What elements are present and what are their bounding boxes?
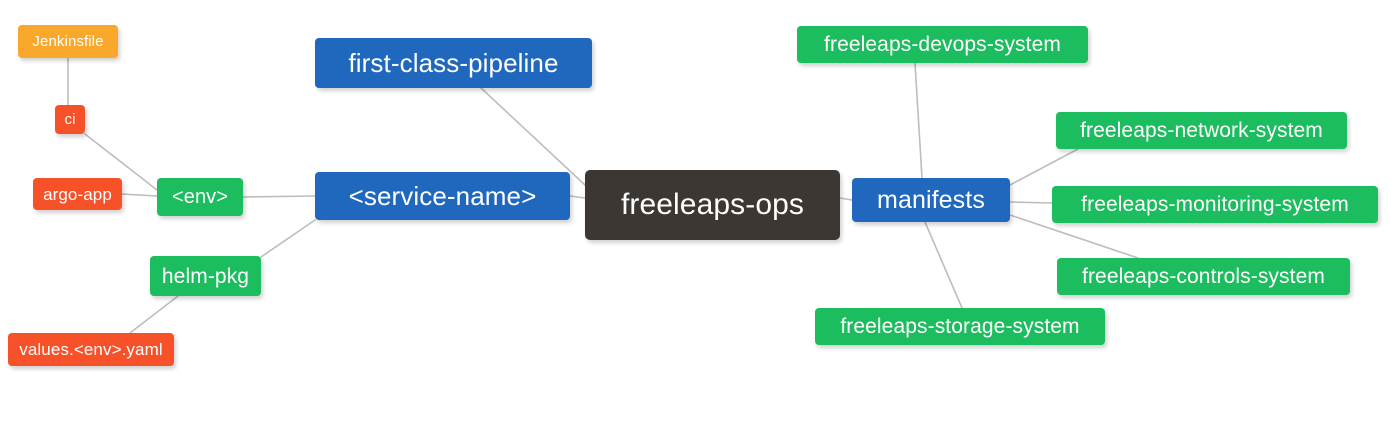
mindmap-node-freeleaps-monitoring-system[interactable]: freeleaps-monitoring-system <box>1052 186 1378 223</box>
edge-manifests-to-freeleaps-network-system <box>1009 148 1079 186</box>
edge-env-to-argo-app <box>121 193 158 197</box>
mindmap-node-helm-pkg[interactable]: helm-pkg <box>150 256 261 296</box>
edge-manifests-to-freeleaps-devops-system <box>914 62 923 179</box>
edge-service-name-to-env <box>242 195 316 198</box>
edge-manifests-to-freeleaps-storage-system <box>924 221 963 309</box>
mindmap-node-freeleaps-storage-system[interactable]: freeleaps-storage-system <box>815 308 1105 345</box>
mindmap-node-env[interactable]: <env> <box>157 178 243 216</box>
edge-service-name-to-helm-pkg <box>260 219 316 258</box>
edge-helm-pkg-to-values-env-yaml <box>129 295 179 334</box>
mindmap-node-Jenkinsfile[interactable]: Jenkinsfile <box>18 25 118 58</box>
mindmap-node-first-class-pipeline[interactable]: first-class-pipeline <box>315 38 592 88</box>
edge-freeleaps-ops-to-first-class-pipeline <box>480 87 586 186</box>
mindmap-node-freeleaps-controls-system[interactable]: freeleaps-controls-system <box>1057 258 1350 295</box>
edge-freeleaps-ops-to-service-name <box>569 195 586 199</box>
mindmap-node-ci[interactable]: ci <box>55 105 85 134</box>
mindmap-node-freeleaps-ops[interactable]: freeleaps-ops <box>585 170 840 240</box>
edge-freeleaps-ops-to-manifests <box>839 197 853 201</box>
mindmap-node-freeleaps-devops-system[interactable]: freeleaps-devops-system <box>797 26 1088 63</box>
mindmap-node-values-env-yaml[interactable]: values.<env>.yaml <box>8 333 174 366</box>
mindmap-node-service-name[interactable]: <service-name> <box>315 172 570 220</box>
mindmap-node-argo-app[interactable]: argo-app <box>33 178 122 210</box>
edge-manifests-to-freeleaps-monitoring-system <box>1009 201 1053 204</box>
mindmap-node-manifests[interactable]: manifests <box>852 178 1010 222</box>
mindmap-node-freeleaps-network-system[interactable]: freeleaps-network-system <box>1056 112 1347 149</box>
